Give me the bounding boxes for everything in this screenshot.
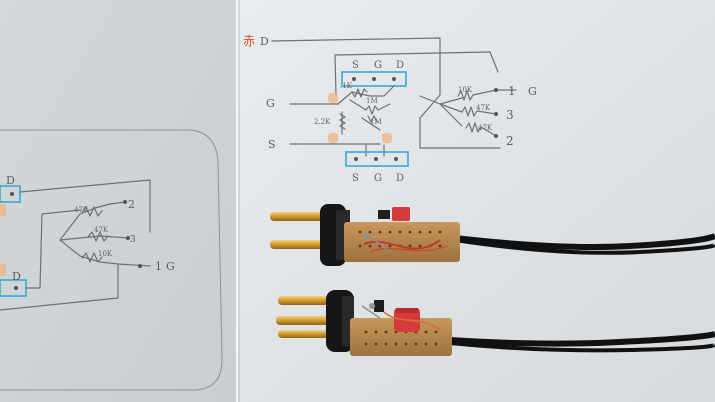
left-label-d-top: D bbox=[6, 174, 15, 187]
top-connector bbox=[270, 204, 715, 266]
right-pad-top bbox=[341, 71, 407, 87]
right-pad-bottom bbox=[345, 151, 409, 167]
right-label-47k-a: 47K bbox=[476, 104, 491, 112]
top-pin-upper bbox=[270, 212, 330, 221]
right-label-pin-3: 3 bbox=[506, 108, 514, 122]
right-label-d-top: D bbox=[260, 35, 269, 48]
left-label-g: G bbox=[166, 260, 175, 273]
right-label-red: 赤 bbox=[243, 34, 255, 48]
right-label-2k: 2.2K bbox=[314, 118, 331, 126]
right-pad-bottom-d: D bbox=[396, 173, 404, 184]
right-label-10k: 10K bbox=[458, 86, 473, 94]
right-pad-top-s: S bbox=[352, 60, 359, 71]
bottom-pin-upper bbox=[278, 296, 332, 305]
bottom-cable bbox=[449, 331, 715, 347]
top-cable bbox=[454, 233, 715, 250]
left-label-47k-a: 47K bbox=[74, 206, 89, 214]
top-pcb bbox=[344, 222, 460, 262]
right-label-pin-1: 1 bbox=[508, 84, 516, 98]
right-pad-bottom-g: G bbox=[374, 173, 382, 184]
left-label-d-bottom: D bbox=[12, 270, 21, 283]
right-label-1m-a: 1M bbox=[366, 97, 378, 105]
right-label-1m-b: 1M bbox=[370, 118, 382, 126]
right-label-r-small: .1K bbox=[340, 82, 353, 90]
left-label-10k: 10K bbox=[98, 250, 113, 258]
left-label-pin-3: 3 bbox=[130, 235, 136, 245]
left-label-pin-2: 2 bbox=[128, 198, 135, 211]
top-capacitor bbox=[392, 207, 410, 221]
right-pad-top-g: G bbox=[374, 60, 382, 71]
right-label-47k-b: 47K bbox=[478, 124, 493, 132]
right-pad-top-d: D bbox=[396, 60, 404, 71]
left-schematic: D D 47K 47K 10K 2 3 1 G bbox=[0, 129, 223, 391]
bottom-pcb bbox=[350, 318, 452, 356]
right-label-input-g: G bbox=[266, 97, 275, 110]
right-label-out-g: G bbox=[528, 85, 537, 98]
left-label-47k-b: 47K bbox=[94, 226, 109, 234]
right-label-input-s: S bbox=[268, 138, 276, 151]
bottom-connector bbox=[276, 290, 715, 356]
right-pad-bottom-s: S bbox=[352, 173, 359, 184]
top-pin-lower bbox=[270, 240, 330, 249]
bottom-pin-middle bbox=[276, 316, 332, 325]
left-paper bbox=[0, 0, 240, 402]
left-label-pin-1: 1 bbox=[155, 260, 162, 273]
right-schematic: 赤 D S G D S G D G S .1K 1M bbox=[243, 34, 537, 184]
right-label-pin-2: 2 bbox=[506, 134, 514, 148]
bottom-pin-lower bbox=[278, 330, 332, 338]
